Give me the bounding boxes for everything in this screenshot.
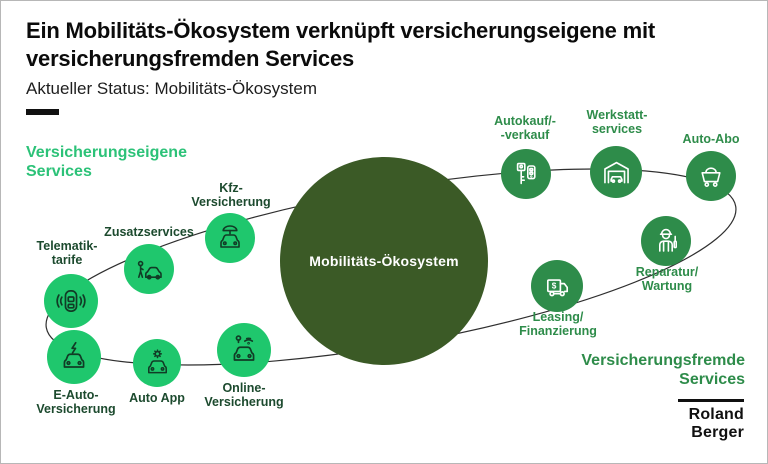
service-label-leasing-finanzierung: Leasing/Finanzierung <box>519 310 597 339</box>
telematics-car-icon <box>56 290 86 312</box>
service-circle-online-versicherung <box>217 323 271 377</box>
page-title: Ein Mobilitäts-Ökosystem verknüpft versi… <box>26 18 656 71</box>
ecosystem-center-circle: Mobilitäts-Ökosystem <box>280 157 488 365</box>
service-circle-autokauf-verkauf <box>501 149 551 199</box>
service-circle-e-auto-versicherung <box>47 330 101 384</box>
service-label-kfz-versicherung: Kfz-Versicherung <box>191 181 271 210</box>
title-underline-bar <box>26 109 59 115</box>
service-circle-werkstattservices <box>590 146 642 198</box>
ecosystem-center-label: Mobilitäts-Ökosystem <box>309 253 459 269</box>
cart-icon <box>701 167 721 188</box>
logo-top-bar <box>678 399 744 402</box>
electric-car-icon <box>63 341 85 368</box>
service-label-auto-abo: Auto-Abo <box>682 132 740 146</box>
person-car-icon <box>137 260 162 280</box>
service-label-reparatur-wartung: Reparatur/Wartung <box>635 265 699 294</box>
connected-car-icon <box>233 335 255 361</box>
service-circle-auto-abo <box>686 151 736 201</box>
service-label-telematik-tarife: Telematik-tarife <box>36 239 98 268</box>
page-subtitle: Aktueller Status: Mobilitäts-Ökosystem <box>26 79 317 98</box>
right-group-title: Versicherungsfremde Services <box>581 352 745 389</box>
service-label-autokauf-verkauf: Autokauf/--verkauf <box>494 114 556 143</box>
service-label-online-versicherung: Online-Versicherung <box>204 381 284 410</box>
car-keys-icon <box>516 162 536 185</box>
svg-text:$: $ <box>551 281 556 290</box>
garage-car-icon <box>603 161 629 183</box>
service-circle-reparatur-wartung <box>641 216 691 266</box>
service-label-werkstattservices: Werkstatt-services <box>586 108 648 137</box>
mechanic-icon <box>659 228 678 252</box>
service-label-auto-app: Auto App <box>129 391 185 405</box>
car-app-gear-icon <box>147 348 167 373</box>
service-label-e-auto-versicherung: E-Auto-Versicherung <box>36 388 116 417</box>
left-group-title: Versicherungseigene Services <box>26 144 187 181</box>
service-circle-auto-app <box>133 339 181 387</box>
money-truck-icon: $ <box>546 278 568 296</box>
service-circle-zusatzservices <box>124 244 174 294</box>
service-label-zusatzservices: Zusatzservices <box>104 225 194 239</box>
car-umbrella-icon <box>220 225 240 248</box>
service-circle-telematik-tarife <box>44 274 98 328</box>
service-circle-kfz-versicherung <box>205 213 255 263</box>
service-circle-leasing-finanzierung: $ <box>531 260 583 312</box>
